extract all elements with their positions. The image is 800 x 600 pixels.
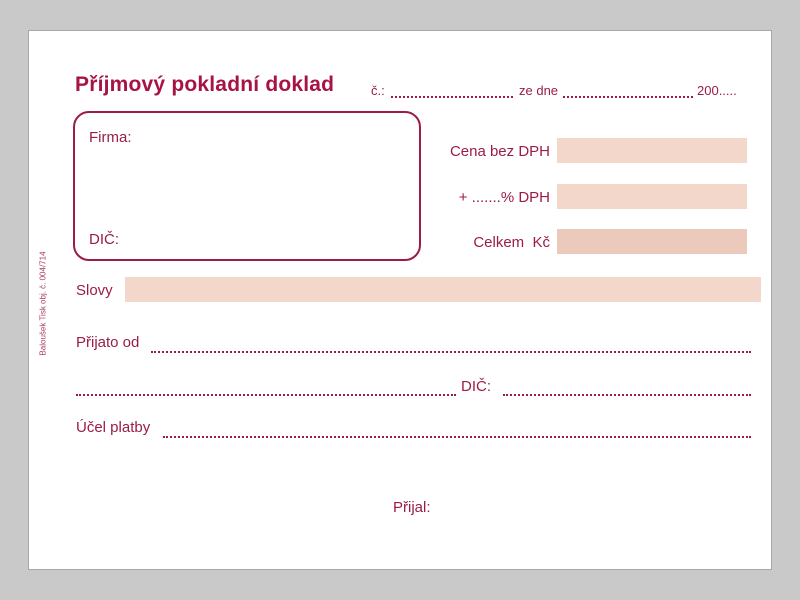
celkem-label: Celkem Kč [473, 234, 550, 251]
cena-bez-dph-label: Cena bez DPH [449, 143, 550, 160]
company-dic-label: DIČ: [89, 231, 119, 248]
dph-label: + .......% DPH [458, 189, 550, 206]
slovy-label: Slovy [76, 282, 113, 299]
ucel-platby-dotted-line [163, 436, 751, 438]
ucel-platby-label: Účel platby [76, 419, 151, 436]
number-dotted-line [391, 96, 513, 98]
dic-dotted-line-left [76, 394, 456, 396]
form-title: Příjmový pokladní doklad [75, 73, 335, 96]
dic-dotted-line-right [503, 394, 751, 396]
dic-label: DIČ: [461, 378, 491, 395]
celkem-field [557, 229, 747, 254]
prijato-od-dotted-line [151, 351, 751, 353]
print-code: Baloušek Tisk obj. č. 004/714 [38, 251, 48, 356]
number-label: č.: [371, 83, 385, 98]
cena-bez-dph-field [557, 138, 747, 163]
prijato-od-label: Přijato od [76, 334, 140, 351]
dph-field [557, 184, 747, 209]
date-dotted-line [563, 96, 693, 98]
date-label: ze dne [519, 83, 559, 98]
prijal-label: Přijal: [393, 499, 431, 516]
firma-label: Firma: [89, 129, 132, 146]
slovy-field [125, 277, 761, 302]
company-box: Firma: DIČ: [73, 111, 421, 261]
year-label: 200..... [697, 83, 737, 98]
receipt-form: Příjmový pokladní doklad č.: ze dne 200.… [28, 30, 772, 570]
